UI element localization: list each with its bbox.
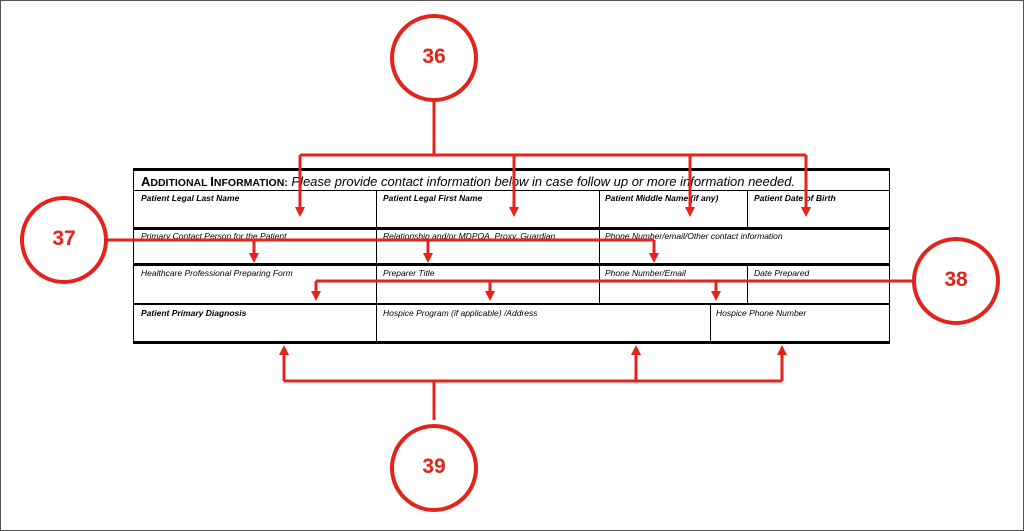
title-small-caps: NFORMATION: [213,177,288,189]
field-label-hospice-phone: Hospice Phone Number [716,308,807,318]
field-label-hospice-program: Hospice Program (if applicable) /Address [383,308,538,318]
callout-36-circle [390,14,478,102]
form-top-rule [133,168,890,171]
callout-38-number: 38 [944,268,968,291]
column-divider [710,303,711,344]
field-label-healthcare-professional: Healthcare Professional Preparing Form [141,268,293,278]
column-divider [376,190,377,344]
callout-39-connector [284,379,782,420]
title-small-caps: DDITIONAL [150,177,211,189]
field-label-last-name: Patient Legal Last Name [141,193,240,203]
field-label-preparer-phone: Phone Number/Email [605,268,686,278]
additional-information-form: ADDITIONAL INFORMATION: Please provide c… [133,168,890,344]
field-label-preparer-title: Preparer Title [383,268,435,278]
title-initial: I [210,174,214,189]
column-divider [133,168,134,344]
field-label-date-prepared: Date Prepared [754,268,810,278]
row-divider [133,303,890,305]
field-label-middle-name: Patient Middle Name (if any) [605,193,719,203]
field-label-relationship: Relationship and/or MDPOA, Proxy, Guardi… [383,231,556,241]
callout-36-connector [300,100,806,157]
callout-39-number: 39 [422,455,446,478]
row-divider [133,263,890,266]
title-instructions: Please provide contact information below… [287,174,796,189]
column-divider [747,190,748,230]
field-label-first-name: Patient Legal First Name [383,193,483,203]
column-divider [747,263,748,303]
callout-37-circle [20,196,108,284]
form-bottom-rule [133,341,890,344]
callout-38-circle [912,237,1000,325]
callout-37-number: 37 [52,227,76,250]
field-label-primary-diagnosis: Patient Primary Diagnosis [141,308,247,318]
row-divider [133,227,890,230]
form-title: ADDITIONAL INFORMATION: Please provide c… [141,174,795,189]
field-label-primary-contact: Primary Contact Person for the Patient [141,231,287,241]
column-divider [889,168,890,344]
row-divider [133,190,890,191]
title-initial: A [141,174,151,189]
callout-36-number: 36 [422,45,446,68]
field-label-contact-phone: Phone Number/email/Other contact informa… [605,231,783,241]
field-label-date-of-birth: Patient Date of Birth [754,193,836,203]
callout-39-circle [390,424,478,512]
column-divider [599,190,600,303]
